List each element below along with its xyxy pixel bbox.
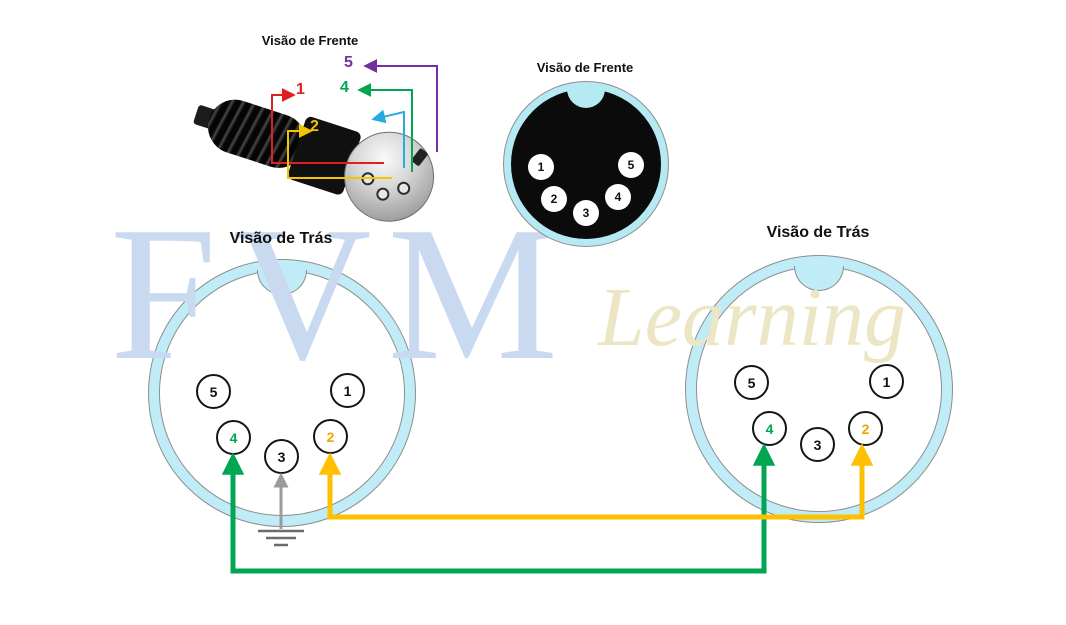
rear-right-pin-5: 5	[734, 365, 769, 400]
photo-front-view-label: Visão de Frente	[261, 33, 359, 48]
front-view-notch	[567, 89, 605, 108]
photo-pin1-number: 1	[296, 81, 305, 98]
photo-pin2-number: 2	[310, 118, 319, 135]
rear-right-pin-4: 4	[752, 411, 787, 446]
front-pin-1: 1	[528, 154, 554, 180]
rear-left-connector: 5 1 4 3 2	[148, 259, 416, 527]
plug-pin	[359, 170, 377, 187]
rear-left-pin-3: 3	[264, 439, 299, 474]
rear-left-label: Visão de Trás	[229, 230, 333, 247]
plug-pin	[395, 180, 412, 197]
rear-left-pin-1: 1	[330, 373, 365, 408]
rear-right-face	[696, 266, 942, 512]
front-pin-3: 3	[573, 200, 599, 226]
rear-right-pin-1: 1	[869, 364, 904, 399]
rear-left-pin-2: 2	[313, 419, 348, 454]
plug-keyway-notch	[410, 147, 429, 167]
photo-pin4-number: 4	[340, 79, 349, 96]
ground-symbol	[258, 529, 304, 547]
front-pin-2: 2	[541, 186, 567, 212]
front-pin-5: 5	[618, 152, 644, 178]
front-view-connector: 1 2 3 4 5	[503, 81, 669, 247]
rear-right-pin-3: 3	[800, 427, 835, 462]
rear-right-label: Visão de Trás	[766, 224, 870, 241]
din-plug-photo	[181, 66, 459, 241]
front-pin-4: 4	[605, 184, 631, 210]
rear-left-pin-4: 4	[216, 420, 251, 455]
plug-pin	[374, 185, 392, 203]
rear-right-connector: 5 1 4 3 2	[685, 255, 953, 523]
rear-left-pin-5: 5	[196, 374, 231, 409]
rear-right-pin-2: 2	[848, 411, 883, 446]
photo-pin5-number: 5	[344, 54, 353, 71]
front-view-label: Visão de Frente	[536, 60, 634, 75]
